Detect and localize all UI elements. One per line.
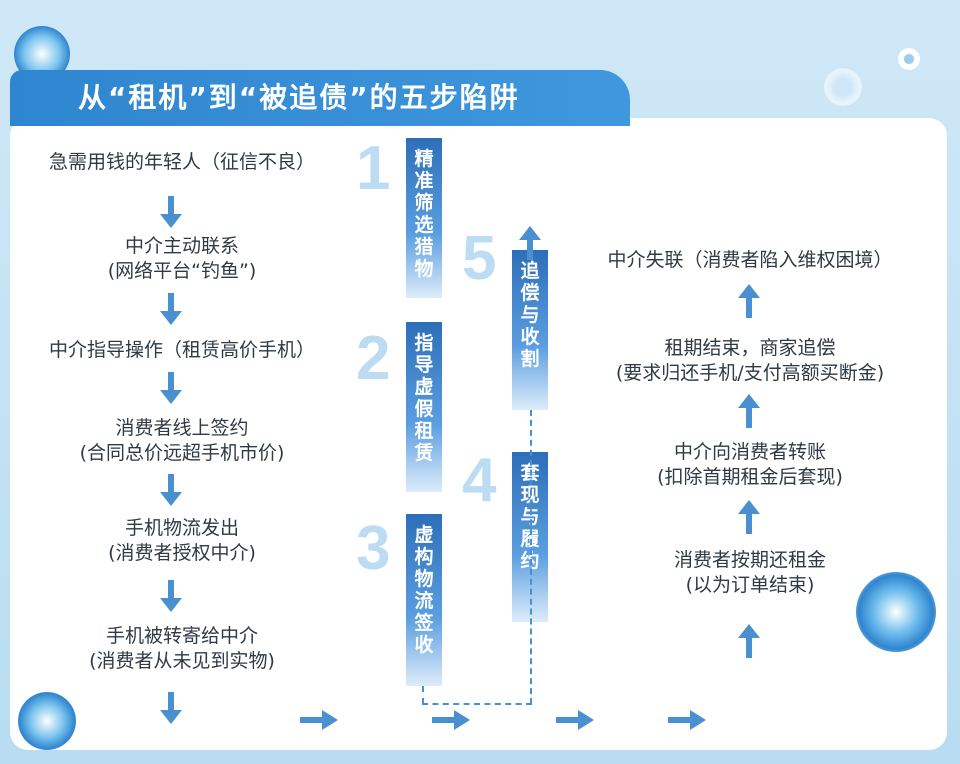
flow-node-2: 中介主动联系 (网络平台“钓鱼”) [22,234,342,284]
flow-node-r1: 中介失联（消费者陷入维权困境） [560,248,940,273]
up-arrow-icon [738,284,760,318]
right-arrow-icon [432,710,470,730]
down-arrow-icon [160,580,182,614]
flow-node-6-line1: 手机被转寄给中介 [105,625,258,647]
flow-node-r4: 消费者按期还租金 (以为订单结束) [560,548,940,598]
connector-line [422,686,424,704]
down-arrow-icon [160,293,182,327]
decorative-dot-top-right [898,48,920,70]
stage-number-2: 2 [356,324,391,393]
flow-node-r3-line1: 中介向消费者转账 [673,441,826,463]
flow-node-1-line1: 急需用钱的年轻人（征信不良） [48,151,315,173]
flow-node-r2-line1: 租期结束，商家追偿 [664,337,836,359]
stage-bar-2 [406,322,442,492]
stage-label-1: 精准筛选猎物 [414,148,434,280]
flow-node-4-line1: 消费者线上签约 [115,417,249,439]
flow-node-r3-line2: (扣除首期租金后套现) [657,466,843,488]
up-arrow-icon [519,226,543,260]
up-arrow-icon [738,394,760,428]
flow-node-2-line2: (网络平台“钓鱼”) [107,260,257,282]
flow-node-3-line1: 中介指导操作（租赁高价手机） [48,339,315,361]
flow-node-r3: 中介向消费者转账 (扣除首期租金后套现) [560,440,940,490]
flow-node-r4-line1: 消费者按期还租金 [673,549,826,571]
stage-number-1: 1 [356,134,391,203]
decorative-swirl-bottom-right [856,572,936,652]
decorative-ring-top-right [824,68,862,106]
decorative-swirl-bottom-left [18,692,76,750]
stage-label-3: 虚构物流签收 [414,524,434,656]
down-arrow-icon [160,474,182,508]
stage-bar-1 [406,138,442,298]
flow-node-4-line2: (合同总价远超手机市价) [79,442,285,464]
flow-node-6: 手机被转寄给中介 (消费者从未见到实物) [22,624,342,674]
flow-node-r4-line2: (以为订单结束) [685,574,815,596]
right-arrow-icon [300,710,338,730]
stage-label-5: 追偿与收割 [520,260,540,370]
flow-node-5: 手机物流发出 (消费者授权中介) [22,516,342,566]
flow-node-r1-line1: 中介失联（消费者陷入维权困境） [607,249,893,271]
up-arrow-icon [738,624,760,658]
flow-node-6-line2: (消费者从未见到实物) [89,650,275,672]
connector-line [422,703,532,705]
down-arrow-icon [160,196,182,230]
flow-node-5-line2: (消费者授权中介) [108,542,256,564]
flow-node-2-line1: 中介主动联系 [124,235,239,257]
stage-label-4: 套现与履约 [520,462,540,572]
stage-bar-3 [406,514,442,686]
flow-node-r2: 租期结束，商家追偿 (要求归还手机/支付高额买断金) [560,336,940,386]
flow-node-1: 急需用钱的年轻人（征信不良） [22,150,342,175]
connector-line [530,410,532,704]
right-arrow-icon [556,710,594,730]
flow-node-r2-line2: (要求归还手机/支付高额买断金) [615,362,885,384]
flow-node-4: 消费者线上签约 (合同总价远超手机市价) [22,416,342,466]
stage-label-2: 指导虚假租赁 [414,332,434,464]
up-arrow-icon [738,500,760,534]
stage-number-5: 5 [462,224,497,293]
flow-node-3: 中介指导操作（租赁高价手机） [22,338,342,363]
down-arrow-icon [160,692,182,726]
title-banner [10,70,630,126]
flow-node-5-line1: 手机物流发出 [124,517,239,539]
right-arrow-icon [668,710,706,730]
stage-number-3: 3 [356,514,391,583]
down-arrow-icon [160,372,182,406]
stage-number-4: 4 [462,446,497,515]
page-title: 从“租机”到“被追债”的五步陷阱 [78,81,520,114]
stage-bar-5 [512,250,548,410]
